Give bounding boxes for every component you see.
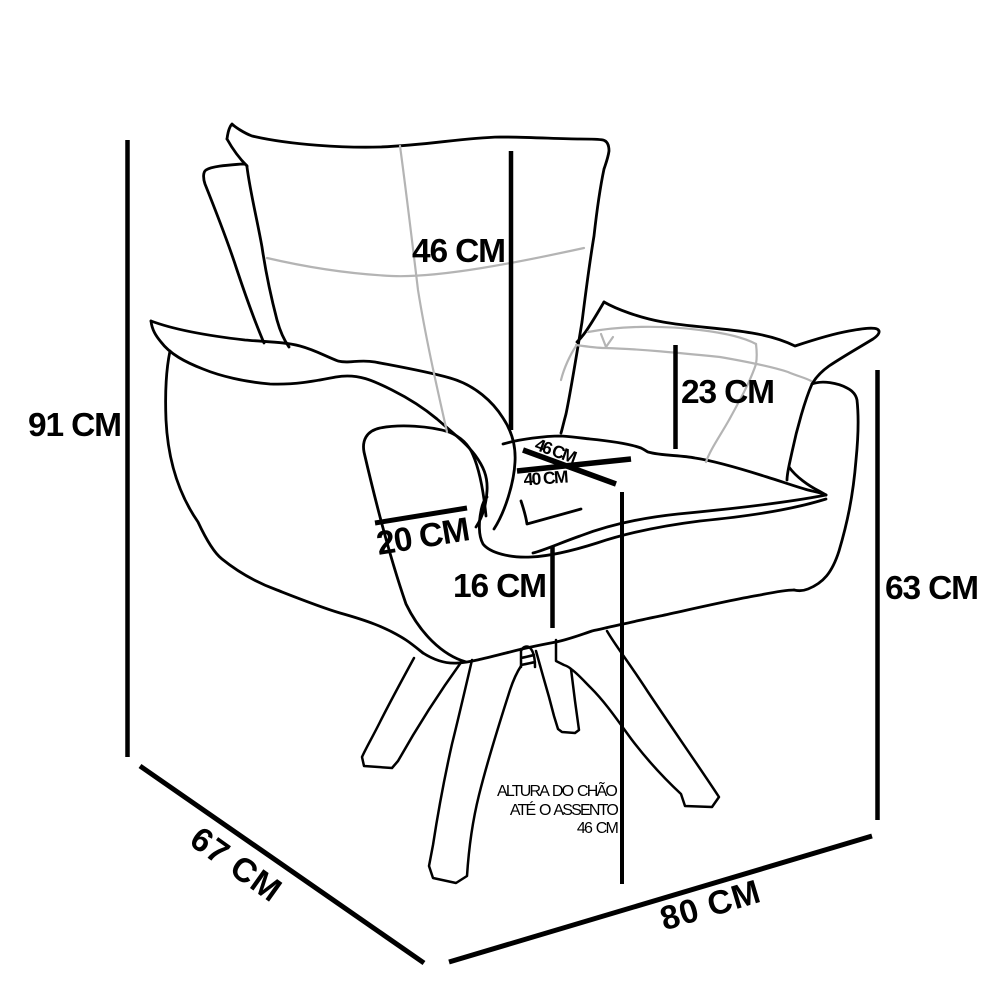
svg-text:23 CM: 23 CM	[681, 374, 775, 411]
svg-text:ATÉ O ASSENTO: ATÉ O ASSENTO	[510, 800, 619, 819]
svg-text:91 CM: 91 CM	[28, 407, 122, 444]
svg-text:40 CM: 40 CM	[523, 466, 569, 489]
svg-text:ALTURA DO CHÃO: ALTURA DO CHÃO	[497, 780, 617, 800]
svg-text:63 CM: 63 CM	[885, 570, 979, 607]
svg-text:16 CM: 16 CM	[453, 568, 547, 605]
svg-text:46 CM: 46 CM	[577, 820, 619, 837]
svg-text:46 CM: 46 CM	[412, 233, 506, 270]
